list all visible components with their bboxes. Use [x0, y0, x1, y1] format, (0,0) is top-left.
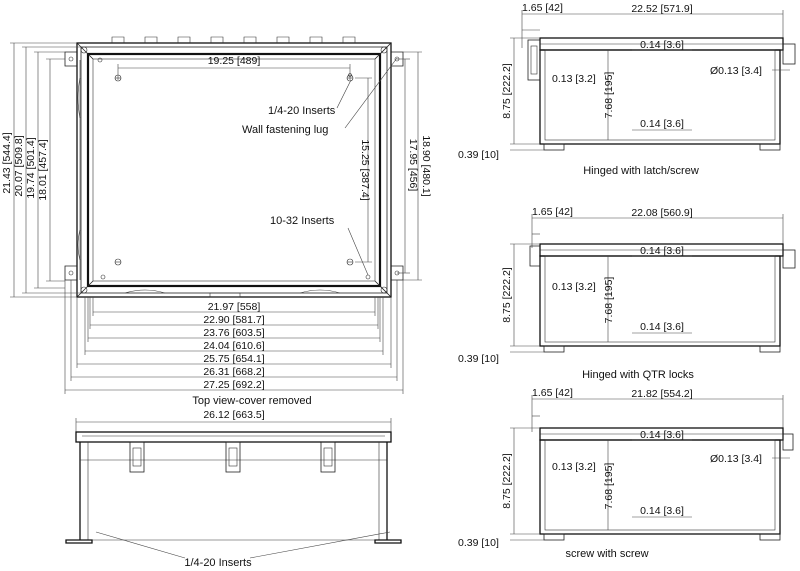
side-view-screw: 1.65 [42] 21.82 [554.2] 0.14 [3.6] 0.13 … [458, 387, 794, 560]
caption-qtr-locks: Hinged with QTR locks [582, 369, 694, 381]
svg-text:0.14 [3.6]: 0.14 [3.6] [640, 118, 684, 130]
svg-text:0.13 [3.2]: 0.13 [3.2] [552, 461, 596, 473]
svg-text:20.07 [509.8]: 20.07 [509.8] [13, 135, 25, 196]
body-walls [79, 442, 388, 540]
svg-text:0.39 [10]: 0.39 [10] [458, 537, 499, 549]
dim-front-width: 26.12 [663.5] [203, 409, 264, 421]
svg-text:24.04 [610.6]: 24.04 [610.6] [203, 340, 264, 352]
screw-tab [782, 433, 794, 451]
top-view: 19.25 [489] 1/4-20 Inserts Wall fastenin… [1, 36, 432, 407]
right-vertical-dims: 17.95 [456] 18.90 [480.1] [397, 51, 432, 281]
svg-text:19.74 [501.4]: 19.74 [501.4] [25, 137, 37, 198]
callout-lug: Wall fastening lug [242, 124, 328, 136]
svg-text:17.95 [456]: 17.95 [456] [407, 139, 419, 192]
svg-text:0.14 [3.6]: 0.14 [3.6] [640, 321, 684, 333]
svg-text:0.14 [3.6]: 0.14 [3.6] [640, 505, 684, 517]
insert-holes [97, 57, 371, 280]
hinge-tabs [111, 36, 356, 43]
svg-text:23.76 [603.5]: 23.76 [603.5] [203, 327, 264, 339]
svg-text:7.68 [195]: 7.68 [195] [603, 463, 615, 510]
front-latches [129, 441, 336, 473]
lid [75, 431, 392, 443]
front-callout-inserts: 1/4-20 Inserts [184, 557, 252, 569]
svg-text:7.68 [195]: 7.68 [195] [603, 72, 615, 119]
svg-text:26.31 [668.2]: 26.31 [668.2] [203, 366, 264, 378]
svg-text:8.75 [222.2]: 8.75 [222.2] [501, 63, 513, 119]
svg-text:22.52 [571.9]: 22.52 [571.9] [631, 3, 692, 15]
svg-text:21.82 [554.2]: 21.82 [554.2] [631, 388, 692, 400]
callout-small-inserts: 10-32 Inserts [270, 215, 335, 227]
svg-text:1.65 [42]: 1.65 [42] [532, 206, 573, 218]
side-view-latch-screw: 1.65 [42] 22.52 [571.9] 0.14 [3.6] 0.13 … [458, 2, 796, 177]
svg-text:0.39 [10]: 0.39 [10] [458, 353, 499, 365]
latch [527, 39, 541, 81]
svg-text:1.65 [42]: 1.65 [42] [522, 2, 563, 14]
svg-text:Ø0.13 [3.4]: Ø0.13 [3.4] [710, 453, 762, 465]
svg-text:1.65 [42]: 1.65 [42] [532, 387, 573, 399]
horizontal-dims: 21.97 [558] 22.90 [581.7] 23.76 [603.5] … [64, 280, 404, 394]
svg-text:18.01 [457.4]: 18.01 [457.4] [37, 139, 49, 200]
svg-text:22.90 [581.7]: 22.90 [581.7] [203, 314, 264, 326]
enclosure-outline [76, 42, 392, 298]
svg-text:21.43 [544.4]: 21.43 [544.4] [1, 132, 13, 193]
callout-inserts: 1/4-20 Inserts [268, 105, 336, 117]
svg-text:0.14 [3.6]: 0.14 [3.6] [640, 245, 684, 257]
caption-screw: screw with screw [565, 548, 648, 560]
svg-text:27.25 [692.2]: 27.25 [692.2] [203, 379, 264, 391]
svg-text:0.39 [10]: 0.39 [10] [458, 149, 499, 161]
wall-fastening-lugs [64, 51, 404, 281]
svg-text:21.97 [558]: 21.97 [558] [208, 301, 261, 313]
dim-inner-width: 19.25 [489] [208, 55, 261, 67]
inner-cavity [86, 52, 382, 288]
svg-text:Ø0.13 [3.4]: Ø0.13 [3.4] [710, 65, 762, 77]
svg-text:0.14 [3.6]: 0.14 [3.6] [640, 39, 684, 51]
hinge [782, 43, 796, 65]
front-view: 26.12 [663.5] 1/4-20 Inserts [65, 409, 402, 569]
left-vertical-dims: 21.43 [544.4] 20.07 [509.8] 19.74 [501.4… [1, 42, 81, 298]
svg-text:0.13 [3.2]: 0.13 [3.2] [552, 73, 596, 85]
side-view-qtr-locks: 1.65 [42] 22.08 [560.9] 0.14 [3.6] 0.13 … [458, 206, 796, 381]
svg-text:0.14 [3.6]: 0.14 [3.6] [640, 429, 684, 441]
svg-text:7.68 [195]: 7.68 [195] [603, 277, 615, 324]
dim-inner-height: 15.25 [387.4] [359, 139, 371, 200]
hinge [782, 249, 796, 269]
caption-latch-screw: Hinged with latch/screw [583, 165, 699, 177]
svg-text:8.75 [222.2]: 8.75 [222.2] [501, 267, 513, 323]
svg-text:25.75 [654.1]: 25.75 [654.1] [203, 353, 264, 365]
svg-text:8.75 [222.2]: 8.75 [222.2] [501, 453, 513, 509]
qtr-lock [529, 245, 540, 267]
svg-text:18.90 [480.1]: 18.90 [480.1] [420, 135, 432, 196]
svg-text:0.13 [3.2]: 0.13 [3.2] [552, 281, 596, 293]
top-view-caption: Top view-cover removed [192, 395, 311, 407]
svg-text:22.08 [560.9]: 22.08 [560.9] [631, 207, 692, 219]
